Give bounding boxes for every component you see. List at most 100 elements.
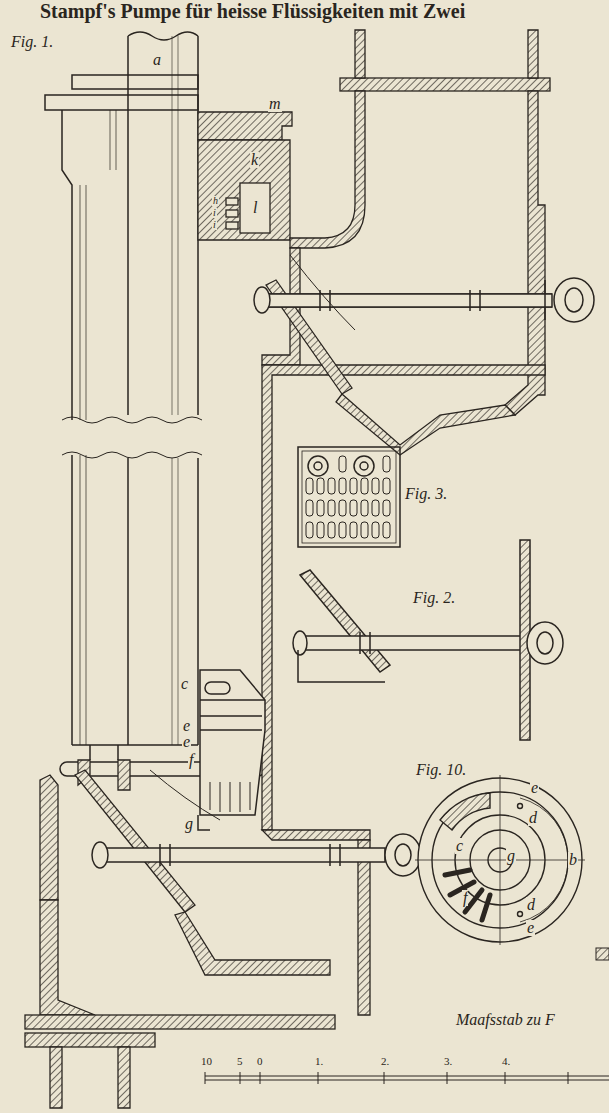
part-letter: e — [182, 718, 191, 734]
fig1-rod-and-barrel — [72, 75, 198, 89]
lower-valve-chest — [175, 912, 330, 975]
lower-valve-chest — [25, 1033, 155, 1047]
fig1-rod-and-barrel — [62, 417, 202, 458]
stuffing-box — [198, 112, 292, 240]
piston — [210, 782, 250, 812]
fig2-valve — [360, 632, 370, 654]
figure-caption: Fig. 10. — [415, 762, 467, 778]
upper-valve-rod — [254, 255, 594, 330]
part-letter: g — [506, 848, 516, 864]
fig1-rod-and-barrel — [72, 745, 198, 760]
piston — [205, 682, 230, 694]
upper-valve-chest — [355, 30, 538, 78]
upper-valve-rod — [254, 287, 270, 313]
part-letter: f — [462, 890, 468, 906]
fig2-valve — [527, 622, 563, 664]
lower-valve-chest — [262, 830, 370, 840]
fig2-valve — [298, 650, 385, 682]
scale-number: 5 — [236, 1056, 244, 1067]
part-letter: a — [152, 52, 162, 68]
plate-title: Stampf's Pumpe für heisse Flüssigkeiten … — [40, 1, 465, 21]
figure-caption: Maafsstab zu F — [455, 1012, 556, 1028]
scale-number: 0 — [256, 1056, 264, 1067]
lower-valve-chest — [25, 1015, 335, 1029]
lower-valve-rod — [385, 834, 421, 876]
fragment — [596, 948, 609, 960]
fig2-valve — [537, 632, 553, 654]
fig10-piston-plan — [518, 912, 523, 917]
part-letter: l — [252, 200, 258, 216]
fig10-piston-plan — [445, 870, 490, 920]
fig10-piston-plan — [415, 775, 585, 945]
fig1-rod-and-barrel — [128, 32, 198, 40]
scale-number: 10 — [200, 1056, 213, 1067]
part-letter: k — [250, 152, 259, 168]
fig3-grate — [302, 451, 396, 543]
scale-number: 4. — [501, 1056, 511, 1067]
fig1-rod-and-barrel — [80, 110, 116, 745]
upper-valve-chest — [340, 78, 550, 91]
upper-valve-rod — [320, 290, 480, 311]
lower-valve-chest — [118, 760, 130, 790]
stuffing-box — [198, 140, 290, 240]
part-letter: e — [182, 734, 191, 750]
part-letter: f — [188, 752, 194, 768]
fig1-rod-and-barrel — [172, 36, 178, 745]
figure-caption: Fig. 2. — [412, 590, 456, 606]
upper-valve-rod — [262, 294, 552, 307]
fig1-rod-and-barrel — [62, 110, 72, 745]
scale-number: 3. — [443, 1056, 453, 1067]
upper-valve-chest — [336, 394, 515, 455]
lower-valve-rod — [160, 844, 340, 866]
upper-valve-chest — [290, 91, 365, 248]
scale-bar — [205, 1072, 568, 1084]
part-letter: h — [212, 196, 219, 206]
upper-valve-rod — [262, 294, 552, 307]
figure-caption: Fig. 1. — [10, 34, 54, 50]
part-letter: c — [180, 676, 189, 692]
piston — [200, 700, 265, 730]
fragment — [596, 948, 609, 960]
fig2-valve — [300, 570, 390, 672]
fig3-grate — [308, 456, 328, 476]
fig3-grate — [354, 456, 374, 476]
fig3-grate — [360, 462, 368, 470]
lower-valve-rod — [395, 844, 411, 866]
lower-valve-rod — [92, 770, 421, 876]
part-letter: e — [526, 920, 535, 936]
lower-valve-chest — [25, 760, 370, 1108]
stuffing-box — [226, 222, 238, 229]
fig3-grate — [306, 456, 390, 538]
stuffing-box — [198, 112, 292, 140]
lower-valve-chest — [40, 900, 95, 1015]
stuffing-box — [226, 210, 238, 217]
upper-valve-rod — [544, 280, 546, 320]
lower-valve-chest — [40, 775, 58, 900]
lower-valve-chest — [50, 1047, 130, 1108]
part-letter: g — [184, 816, 194, 832]
stuffing-box — [226, 198, 238, 205]
part-letter: d — [528, 810, 538, 826]
upper-valve-chest — [262, 365, 545, 830]
part-letter: d — [526, 897, 536, 913]
stuffing-box — [240, 183, 270, 233]
part-letter: i — [212, 220, 217, 230]
upper-valve-rod — [290, 255, 355, 330]
part-letter: b — [568, 852, 578, 868]
piston — [198, 670, 265, 830]
fig3-grate — [314, 462, 322, 470]
lower-valve-chest — [358, 840, 370, 1015]
fig3-grate — [298, 447, 400, 547]
upper-valve-chest — [262, 30, 550, 830]
fig2-valve — [293, 540, 563, 740]
lower-valve-rod — [100, 848, 385, 862]
fig10-piston-plan — [440, 793, 490, 830]
fig1-rod-and-barrel — [45, 95, 198, 110]
piston — [198, 815, 210, 830]
part-letter: m — [268, 96, 282, 112]
fig1-rod-and-barrel — [128, 36, 198, 745]
part-letter: c — [455, 838, 464, 854]
part-letter: e — [530, 780, 539, 796]
fig3-grate — [298, 447, 400, 547]
